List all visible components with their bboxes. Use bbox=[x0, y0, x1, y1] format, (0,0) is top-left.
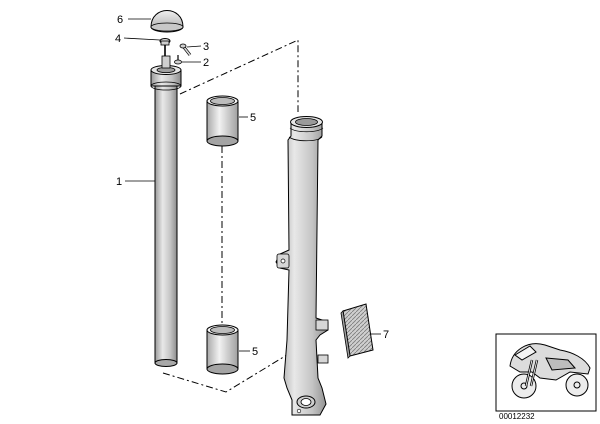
reflector bbox=[340, 303, 374, 359]
callout-3: 3 bbox=[203, 41, 209, 53]
callout-2: 2 bbox=[203, 57, 209, 69]
callout-4: 4 bbox=[115, 33, 121, 45]
bushing-lower bbox=[206, 324, 239, 375]
screw bbox=[179, 43, 192, 56]
bushing-upper bbox=[206, 95, 239, 147]
vehicle-inset: 00012232 bbox=[495, 333, 597, 421]
fork-cap bbox=[150, 10, 184, 33]
inset-code: 00012232 bbox=[499, 412, 535, 421]
assembly-line bbox=[162, 39, 301, 393]
leader-lines bbox=[123, 18, 381, 352]
fork-slider bbox=[275, 116, 329, 416]
valve bbox=[174, 55, 182, 65]
nut-washer bbox=[159, 38, 171, 56]
callout-6: 6 bbox=[117, 14, 123, 26]
callout-1: 1 bbox=[116, 176, 122, 188]
callout-7: 7 bbox=[383, 329, 389, 341]
callout-5-upper: 5 bbox=[250, 112, 256, 124]
fork-tube bbox=[150, 55, 182, 367]
callout-5-lower: 5 bbox=[252, 346, 258, 358]
callouts: 6 4 3 2 5 1 7 5 bbox=[115, 14, 389, 358]
